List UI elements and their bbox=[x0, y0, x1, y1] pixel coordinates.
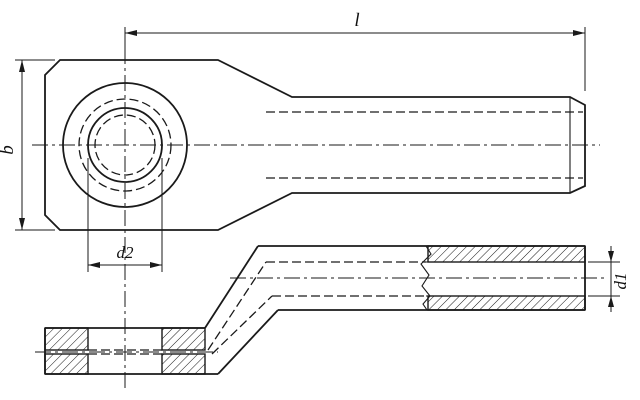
d2-arrow-left bbox=[88, 262, 100, 268]
dimension-d2: d2 bbox=[87, 158, 163, 272]
barrel-section-top-wall bbox=[427, 245, 586, 263]
centerlines bbox=[32, 48, 605, 392]
dimension-l: l bbox=[124, 10, 586, 91]
bend-bore-bottom-hidden bbox=[211, 295, 273, 355]
b-arrow-bottom bbox=[19, 218, 25, 230]
bend-bottom-outer bbox=[217, 309, 279, 375]
dim-label-l: l bbox=[354, 10, 359, 31]
palm-section-bottom-left bbox=[44, 353, 89, 375]
bend-top-outer bbox=[204, 245, 259, 329]
d1-arrow-top bbox=[608, 251, 614, 262]
l-arrow-left bbox=[125, 30, 137, 36]
l-arrow-right bbox=[573, 30, 585, 36]
d2-arrow-right bbox=[150, 262, 162, 268]
palm-section-bottom-right bbox=[161, 353, 206, 375]
dimension-b: b bbox=[0, 59, 55, 231]
break-line bbox=[420, 245, 432, 311]
b-arrow-top bbox=[19, 60, 25, 72]
dim-label-b: b bbox=[0, 145, 18, 155]
bend-bore-top-hidden bbox=[207, 261, 267, 351]
side-view bbox=[44, 245, 586, 375]
d1-arrow-bottom bbox=[608, 296, 614, 307]
dim-label-d1: d1 bbox=[611, 273, 630, 290]
dimension-d1: d1 bbox=[588, 246, 630, 312]
dim-label-d2: d2 bbox=[117, 243, 135, 262]
barrel-section-bottom-wall bbox=[427, 295, 586, 311]
palm-section-top-right bbox=[161, 327, 206, 351]
palm-section-top-left bbox=[44, 327, 89, 351]
